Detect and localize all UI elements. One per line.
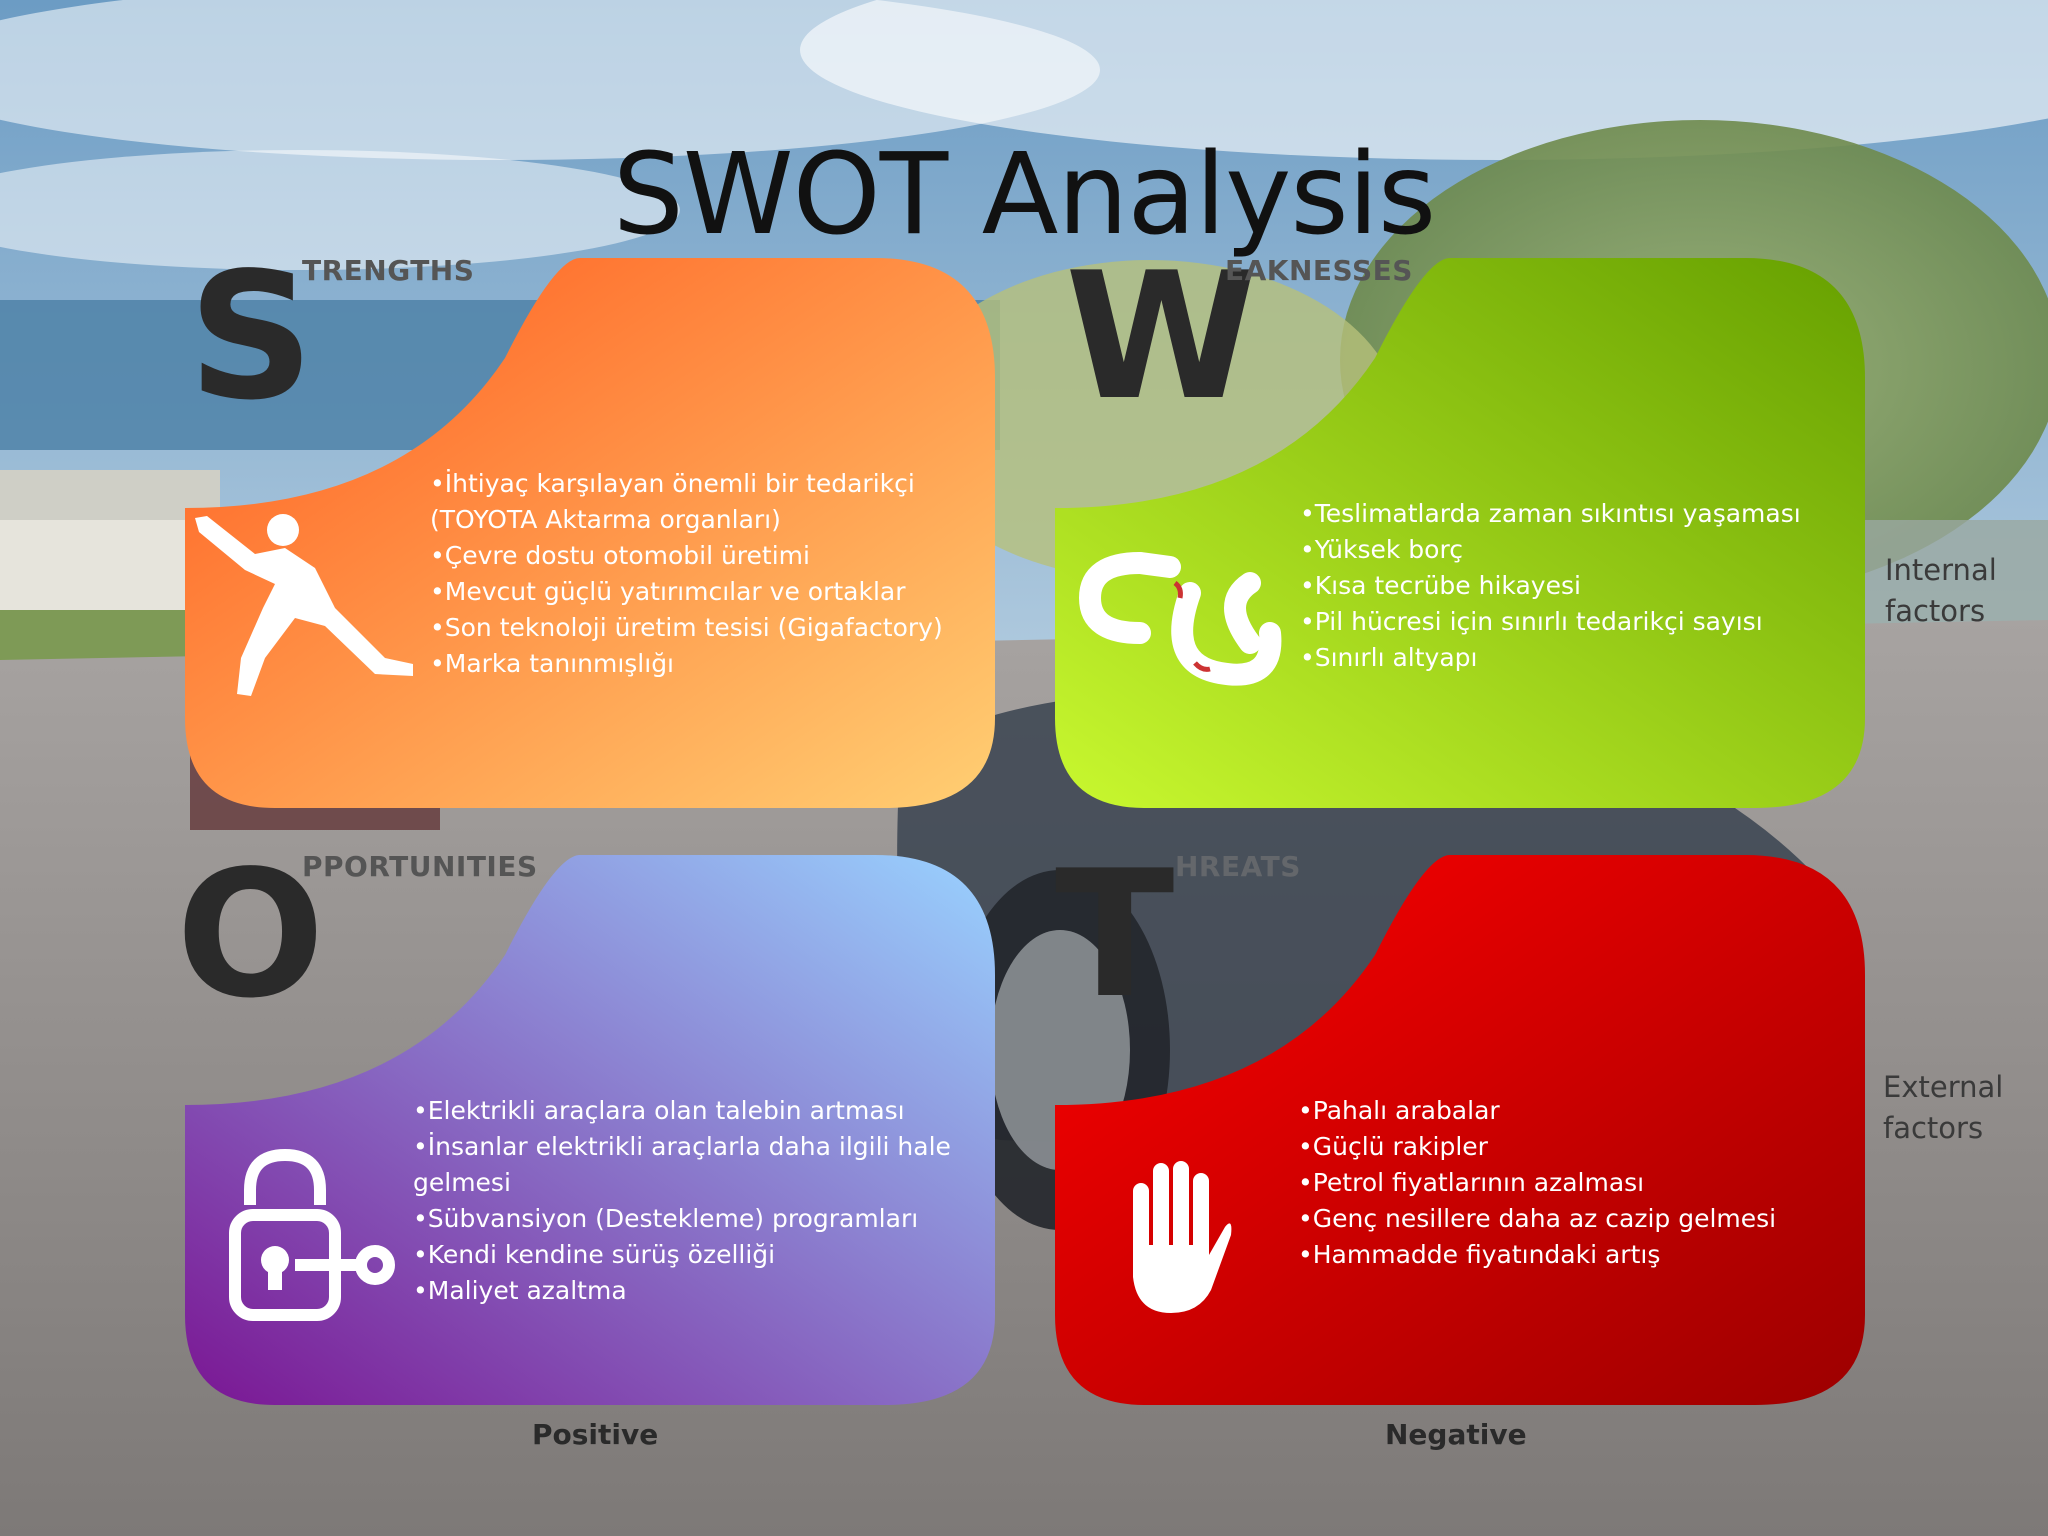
internal-factors-line: Internal [1885,553,1997,587]
strengths-item: •Marka tanınmışlığı [430,649,675,678]
strengths-item: •Mevcut güçlü yatırımcılar ve ortaklar [430,577,906,606]
page-title: SWOT Analysis [612,130,1436,260]
threats-label: HREATS [1175,850,1301,883]
strengths-item: •Çevre dostu otomobil üretimi [430,541,810,570]
pushing-man-icon [195,514,413,696]
strengths-label: TRENGTHS [302,254,475,287]
weaknesses-item: •Pil hücresi için sınırlı tedarikçi sayı… [1300,607,1763,636]
internal-factors-label: Internal factors [1885,550,1997,632]
opportunities-item: •Kendi kendine sürüş özelliği [413,1240,776,1269]
weaknesses-letter: W [1065,236,1259,439]
opportunities-item: gelmesi [413,1168,511,1197]
threats-letter: T [1055,834,1175,1037]
strengths-card: •İhtiyaç karşılayan önemli bir tedarikçi… [185,258,995,808]
opportunities-letter: O [176,834,325,1037]
positive-label: Positive [532,1418,659,1451]
internal-factors-line: factors [1885,594,1986,628]
threats-card: •Pahalı arabalar •Güçlü rakipler •Petrol… [1055,855,1865,1405]
stop-hand-icon [1133,1161,1232,1313]
opportunities-card: •Elektrikli araçlara olan talebin artmas… [185,855,995,1405]
negative-label: Negative [1385,1418,1527,1451]
weaknesses-item: •Sınırlı altyapı [1300,643,1478,672]
weaknesses-item: •Teslimatlarda zaman sıkıntısı yaşaması [1300,499,1801,528]
external-factors-line: External [1883,1070,2004,1104]
threats-item: •Hammadde fiyatındaki artış [1298,1240,1661,1269]
strengths-item: •İhtiyaç karşılayan önemli bir tedarikçi [430,469,915,498]
opportunities-item: •Maliyet azaltma [413,1276,627,1305]
broken-chain-icon [1078,552,1282,686]
strengths-item: •Son teknoloji üretim tesisi (Gigafactor… [430,613,943,642]
opportunities-item: •Sübvansiyon (Destekleme) programları [413,1204,919,1233]
opportunities-label: PPORTUNITIES [302,850,538,883]
strengths-letter: S [188,236,315,439]
unlocked-padlock-icon [229,1148,395,1321]
weaknesses-label: EAKNESSES [1225,254,1413,287]
threats-item: •Petrol fiyatlarının azalması [1298,1168,1645,1197]
threats-item: •Pahalı arabalar [1298,1096,1500,1125]
opportunities-item: •İnsanlar elektrikli araçlarla daha ilgi… [413,1132,951,1161]
weaknesses-item: •Kısa tecrübe hikayesi [1300,571,1581,600]
threats-item: •Güçlü rakipler [1298,1132,1488,1161]
weaknesses-card: •Teslimatlarda zaman sıkıntısı yaşaması … [1055,258,1865,808]
external-factors-line: factors [1883,1111,1984,1145]
opportunities-item: •Elektrikli araçlara olan talebin artmas… [413,1096,905,1125]
strengths-item: (TOYOTA Aktarma organları) [430,505,781,534]
threats-item: •Genç nesillere daha az cazip gelmesi [1298,1204,1777,1233]
weaknesses-item: •Yüksek borç [1300,535,1463,564]
external-factors-label: External factors [1883,1067,2003,1149]
